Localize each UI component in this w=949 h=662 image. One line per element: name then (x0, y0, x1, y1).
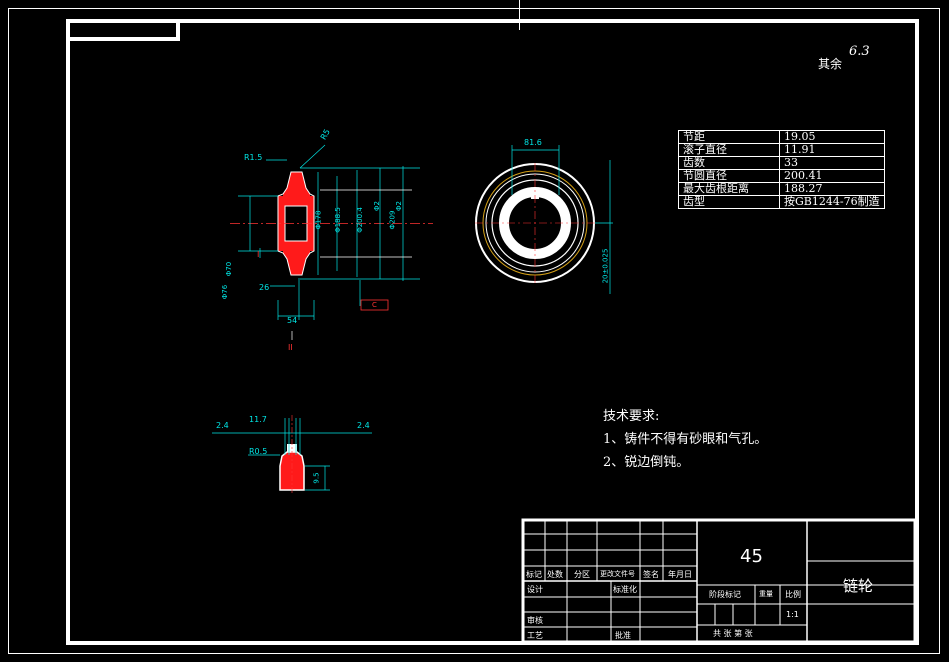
callout-label: C (372, 301, 377, 309)
dim-2-4-left: 2.4 (216, 421, 229, 430)
center-mark-top (519, 0, 520, 30)
dim-d70: Φ70 (225, 261, 234, 277)
dim-phi2-b: Φ2 (394, 201, 403, 211)
tb-change-doc: 更改文件号 (600, 570, 635, 578)
dim-54: 54 (287, 316, 298, 325)
section-hatch-bottom (283, 251, 310, 275)
dim-d200: Φ200.4 (355, 207, 364, 233)
tb-count: 处数 (547, 570, 563, 579)
tb-date: 年月日 (668, 570, 692, 579)
dim-d188: Φ188.5 (333, 207, 342, 233)
dim-9-5: 9.5 (312, 472, 321, 484)
dim-d209: Φ209 (388, 210, 397, 230)
section-mark-i: I (257, 250, 260, 259)
tb-sign: 签名 (643, 570, 659, 579)
tb-scale: 1:1 (786, 610, 799, 619)
roughness-label: 其余 (818, 57, 843, 71)
dim-81-6: 81.6 (524, 138, 542, 147)
callout-box (360, 299, 389, 311)
dim-keyway: 20±0.025 (601, 248, 610, 284)
section-mark-ii: II (288, 343, 293, 352)
parameter-key: 齿型 (678, 195, 780, 209)
drawing-border-inner (66, 19, 919, 645)
dim-phi2-a: Φ2 (372, 201, 381, 211)
tooth-section-view (212, 415, 372, 495)
part-name: 链轮 (843, 577, 874, 595)
parameter-key: 节圆直径 (678, 169, 780, 183)
tb-design: 设计 (527, 585, 543, 594)
dim-26: 26 (259, 283, 270, 292)
section-hatch-hub-bottom (278, 241, 314, 251)
right-end-view (475, 145, 613, 294)
tb-stage-mark: 阶段标记 (709, 590, 741, 599)
tech-req-item-1: 1、铸件不得有砂眼和气孔。 (603, 432, 768, 447)
parameter-key: 滚子直径 (678, 143, 780, 157)
tb-process: 工艺 (527, 631, 543, 640)
dim-11-7: 11.7 (249, 415, 267, 424)
bore-left-wall (278, 206, 285, 241)
roughness-value: 6.3 (849, 44, 870, 59)
parameter-value: 按GB1244-76制造 (779, 195, 885, 209)
dim-r0-5: R0.5 (249, 447, 268, 456)
tb-sheets: 共 张 第 张 (713, 629, 753, 638)
tb-standardization: 标准化 (613, 585, 637, 594)
tb-weight: 重量 (759, 590, 773, 598)
tb-scale-label: 比例 (785, 590, 801, 599)
drawing-border-outer (8, 8, 940, 654)
title-block-grid (521, 518, 917, 644)
dim-r1-5: R1.5 (244, 153, 263, 162)
tech-req-item-2: 2、锐边倒钝。 (603, 455, 690, 470)
dim-2-4-right: 2.4 (357, 421, 370, 430)
tech-req-title: 技术要求: (603, 409, 660, 424)
material-value: 45 (740, 546, 763, 567)
section-hatch-top (283, 172, 310, 196)
tb-review: 审核 (527, 616, 543, 625)
section-hatch-hub-top (278, 196, 314, 206)
dim-d178: Φ178 (314, 210, 323, 230)
drawing-number-box (66, 19, 180, 41)
dim-d76: Φ76 (221, 284, 230, 300)
parameter-row: 齿型按GB1244-76制造 (678, 195, 885, 209)
tb-mark: 标记 (526, 570, 542, 579)
tb-approve: 批准 (615, 631, 631, 640)
left-section-view (230, 144, 433, 340)
tb-zone: 分区 (574, 570, 590, 579)
